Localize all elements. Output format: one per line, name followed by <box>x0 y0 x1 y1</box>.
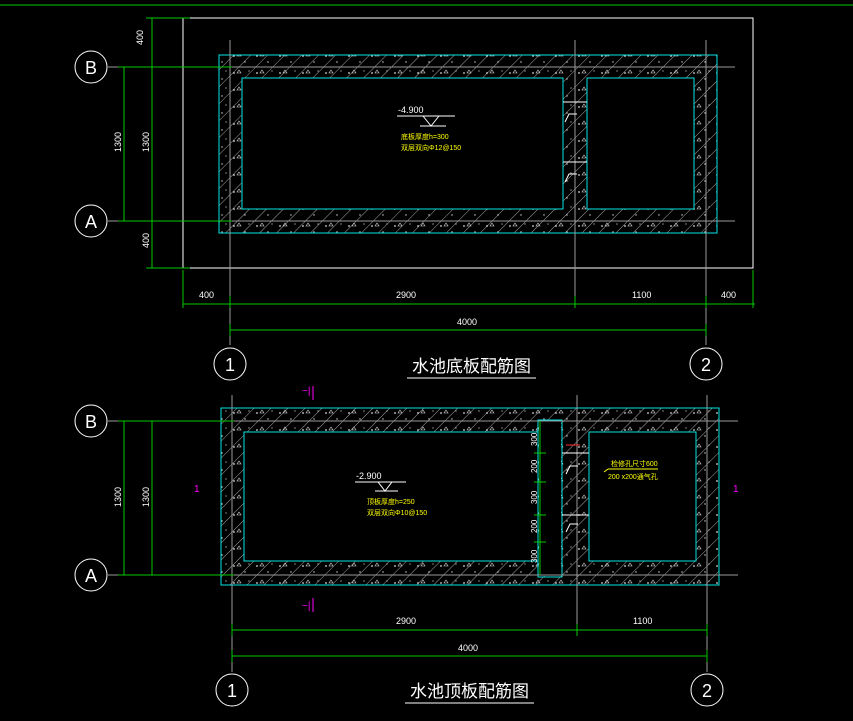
plan2-drawing <box>108 386 738 672</box>
plan2-wall-opening-zone <box>537 419 563 578</box>
plan2-wall-outer <box>220 407 720 586</box>
svg-text:A: A <box>85 566 97 586</box>
svg-text:A: A <box>85 212 97 232</box>
plan1-note-line2: 双层双向Φ12@150 <box>401 143 461 152</box>
plan2-section-mark-left: 1 <box>194 484 200 495</box>
plan1-foundation-outline <box>182 17 754 269</box>
plan2-note-line2: 双层双向Φ10@150 <box>367 508 427 517</box>
plan1-dim-bottom-3: 1100 <box>632 290 651 300</box>
plan1-dim-bottom-2: 2900 <box>396 290 416 300</box>
plan2-section-mark-right: 1 <box>733 484 739 495</box>
plan2-wall-dim-4: 200 <box>530 519 539 533</box>
plan1-dim-left-inner: 1300 <box>141 132 151 152</box>
plan2-dim-left-inner: 1300 <box>141 487 151 507</box>
plan1-elevation: -4.900 <box>398 105 424 115</box>
svg-text:1: 1 <box>225 355 235 375</box>
plan2-title: 水池顶板配筋图 <box>410 682 529 701</box>
svg-text:2: 2 <box>701 355 711 375</box>
plan2-chamber-right <box>588 431 697 562</box>
plan2-tilde-top: ~| <box>302 386 310 397</box>
plan1-dim-total: 4000 <box>457 317 477 327</box>
plan2-wall-dim-2: 200 <box>530 459 539 473</box>
plan2-axis-bubble-A: A <box>74 558 108 592</box>
plan1-chamber-right <box>586 77 695 210</box>
plan2-opening-line2: 200 x200通气孔 <box>608 472 658 481</box>
svg-text:1: 1 <box>227 681 237 701</box>
plan2-dim-bottom-2: 1100 <box>633 616 652 626</box>
plan2-axis-bubble-2: 2 <box>690 673 724 707</box>
plan1-note-line1: 底板厚度h=300 <box>401 132 449 141</box>
svg-text:B: B <box>85 412 97 432</box>
plan1-axis-bubble-B: B <box>74 50 108 84</box>
plan1-drawing <box>108 17 755 345</box>
plan2-dim-left-outer: 1300 <box>113 487 123 507</box>
plan1-dim-bottom-1: 400 <box>199 290 214 300</box>
plan2-dim-total: 4000 <box>458 643 478 653</box>
plan2-wall-dim-1: 300 <box>530 432 539 446</box>
plan1-dim-left-outer: 1300 <box>113 132 123 152</box>
plan1-dim-left-top: 400 <box>135 30 145 45</box>
plan1-wall-outer <box>218 54 718 234</box>
plan1-axis-bubble-1: 1 <box>213 347 247 381</box>
plan2-dim-bottom-1: 2900 <box>396 616 416 626</box>
plan2-wall-dim-3: 300 <box>530 490 539 504</box>
plan2-axis-bubble-1: 1 <box>215 673 249 707</box>
plan1-title: 水池底板配筋图 <box>412 357 531 376</box>
plan2-tilde-bottom: ~| <box>302 601 310 612</box>
plan2-opening-line1: 检修孔尺寸600 <box>611 459 658 468</box>
plan1-axis-bubble-2: 2 <box>689 347 723 381</box>
plan2-wall-dim-5: 300 <box>530 549 539 563</box>
plan2-axis-bubble-B: B <box>74 404 108 438</box>
svg-text:B: B <box>85 58 97 78</box>
plan1-dim-bottom-4: 400 <box>721 290 736 300</box>
plan1-axis-bubble-A: A <box>74 204 108 238</box>
plan2-elevation: -2.900 <box>356 471 382 481</box>
plan1-dim-left-bottom: 400 <box>141 233 151 248</box>
svg-text:2: 2 <box>702 681 712 701</box>
plan1-chamber-left <box>241 77 564 210</box>
plan2-note-line1: 顶板厚度h=250 <box>367 497 415 506</box>
